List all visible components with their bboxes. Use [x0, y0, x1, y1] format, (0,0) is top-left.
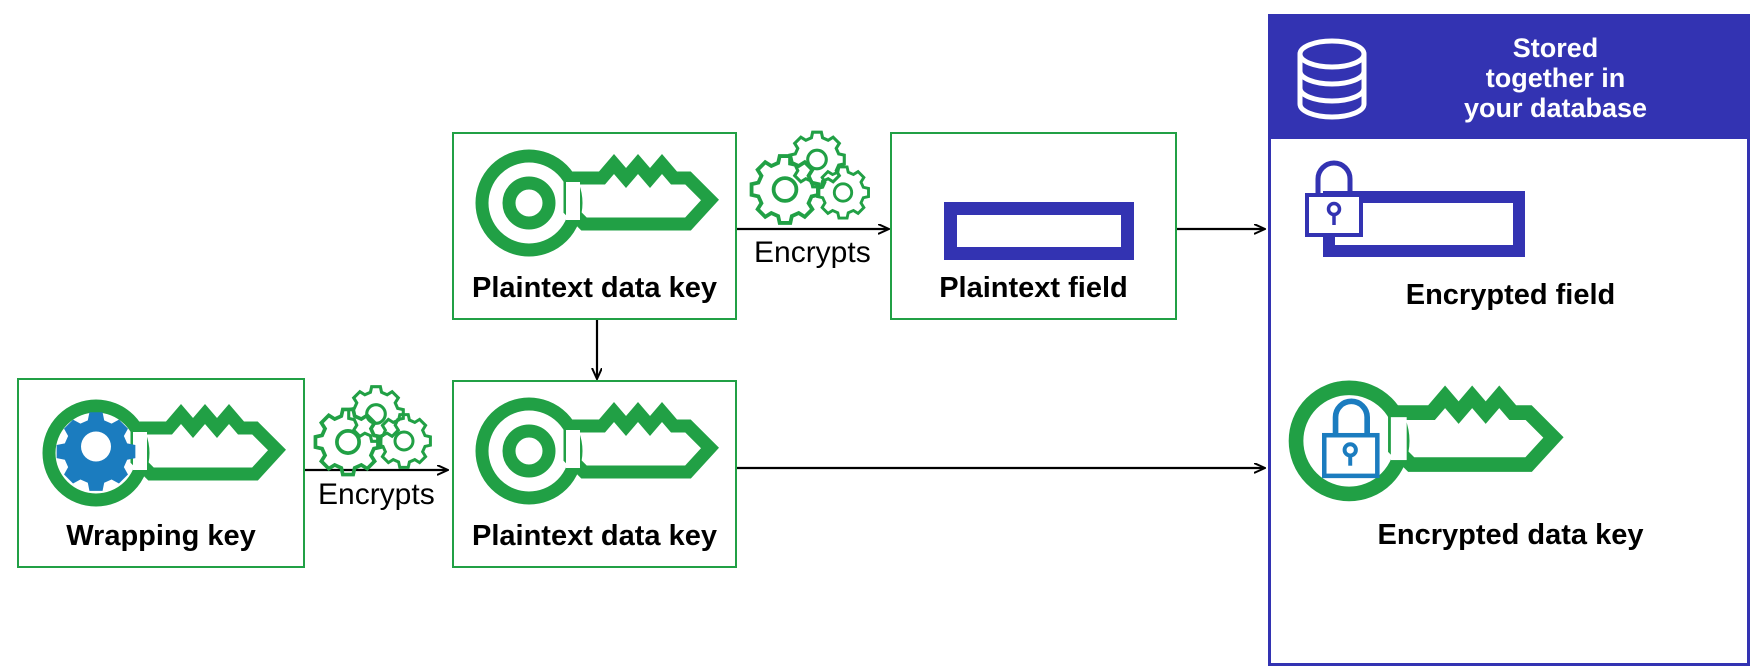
edge-wrapping-to-plaintext-label: Encrypts	[318, 478, 435, 511]
node-plaintext-data-key-top-label: Plaintext data key	[472, 272, 717, 304]
header-line-3: your database	[1463, 93, 1648, 123]
node-encrypted-field[interactable]: Encrypted field	[1271, 139, 1750, 335]
gears-icon	[749, 130, 870, 225]
gear-inner-icon	[56, 412, 136, 491]
database-panel-header-text: Stored together in your database	[1367, 33, 1750, 123]
node-wrapping-key[interactable]: Wrapping key	[17, 378, 305, 568]
node-wrapping-key-label: Wrapping key	[66, 520, 256, 552]
node-plaintext-field[interactable]: Plaintext field	[890, 132, 1177, 320]
gears-icon	[313, 385, 432, 477]
key-with-lock-icon	[1288, 380, 1564, 502]
edge-plaintext-to-field-label: Encrypts	[754, 236, 871, 269]
key-icon	[475, 149, 719, 257]
node-plaintext-field-label: Plaintext field	[939, 272, 1128, 304]
node-encrypted-data-key-label: Encrypted data key	[1377, 519, 1644, 551]
key-icon	[475, 397, 719, 505]
locked-field-icon	[1305, 160, 1525, 257]
lock-icon	[1322, 398, 1380, 479]
database-icon	[1297, 38, 1367, 120]
node-plaintext-data-key-top[interactable]: Plaintext data key	[452, 132, 737, 320]
key-with-gear-icon	[42, 399, 286, 507]
database-panel[interactable]: Stored together in your database Encrypt…	[1268, 14, 1750, 666]
node-plaintext-data-key-bottom-label: Plaintext data key	[472, 520, 717, 552]
field-rectangle-icon	[944, 202, 1134, 260]
header-line-1: Stored	[1512, 33, 1599, 63]
node-encrypted-field-label: Encrypted field	[1405, 279, 1616, 311]
node-encrypted-data-key[interactable]: Encrypted data key	[1271, 347, 1750, 577]
header-line-2: together in	[1485, 63, 1626, 93]
node-plaintext-data-key-bottom[interactable]: Plaintext data key	[452, 380, 737, 568]
database-panel-header: Stored together in your database	[1271, 17, 1750, 139]
